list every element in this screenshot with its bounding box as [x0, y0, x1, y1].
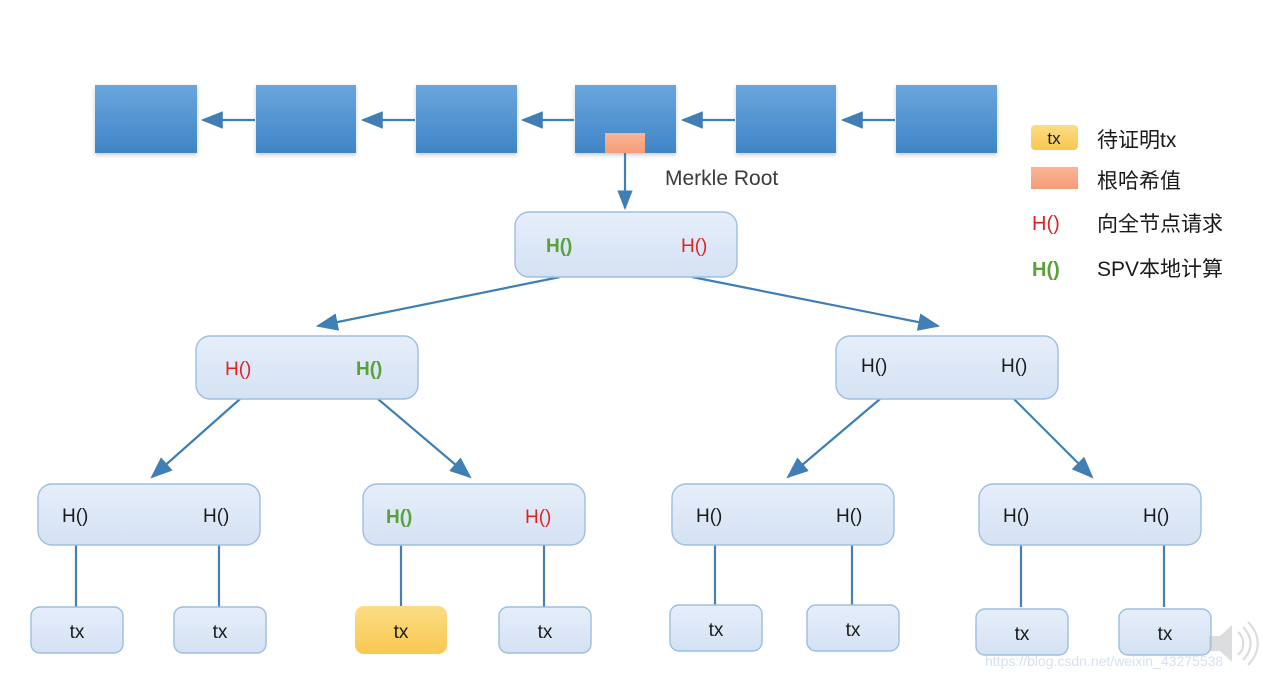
hash-label-right: H(): [836, 506, 862, 527]
tree-edge: [377, 398, 472, 479]
tx-label: tx: [394, 622, 409, 643]
tree-edge: [691, 275, 941, 331]
hash-label-right: H(): [681, 236, 707, 257]
merkle-node-l2-1[interactable]: H() H(): [362, 483, 586, 546]
tx-leaf-3[interactable]: tx: [498, 606, 592, 654]
legend-label: 根哈希值: [1097, 170, 1181, 193]
legend-swatch-root-hash: [1031, 167, 1078, 189]
merkle-node-l2-0[interactable]: H() H(): [37, 483, 261, 546]
merkle-node-l1-1[interactable]: H() H(): [835, 335, 1059, 400]
legend-item-spv-local: H() SPV本地计算: [1032, 258, 1223, 281]
hash-label-left: H(): [62, 506, 88, 527]
legend-swatch-hash-green: H(): [1032, 259, 1060, 281]
legend-panel: tx 待证明tx 根哈希值 H() 向全节点请求 H() SPV本地计算: [1031, 125, 1223, 281]
tx-label: tx: [538, 622, 553, 643]
legend-label: 待证明tx: [1097, 129, 1177, 152]
hash-label-right: H(): [203, 506, 229, 527]
legend-swatch-tx-chip: [1031, 125, 1078, 150]
tree-edge: [315, 275, 561, 331]
tx-leaf-0[interactable]: tx: [30, 606, 124, 654]
tx-leaf-1[interactable]: tx: [173, 606, 267, 654]
tx-leaf-4[interactable]: tx: [669, 604, 763, 652]
hash-label-right: H(): [525, 507, 551, 528]
merkle-root-marker[interactable]: [605, 133, 645, 153]
chain-block[interactable]: [896, 85, 997, 153]
legend-swatch-hash-red: H(): [1032, 213, 1060, 235]
tx-label: tx: [70, 622, 85, 643]
tx-leaf-5[interactable]: tx: [806, 604, 900, 652]
merkle-node-l2-2[interactable]: H() H(): [671, 483, 895, 546]
hash-label-right: H(): [356, 359, 382, 380]
tx-leaf-6[interactable]: tx: [975, 608, 1069, 656]
hash-label-left: H(): [861, 356, 887, 377]
tx-label: tx: [709, 620, 724, 641]
tree-edge: [150, 398, 241, 479]
tx-label: tx: [1158, 624, 1173, 645]
legend-swatch-label: tx: [1047, 129, 1061, 148]
tree-edges: [74, 275, 1166, 607]
chain-block[interactable]: [95, 85, 197, 153]
tx-leaf-2-highlighted[interactable]: tx: [355, 606, 447, 654]
hash-label-left: H(): [696, 506, 722, 527]
legend-label: SPV本地计算: [1097, 258, 1223, 281]
merkle-node-l1-0[interactable]: H() H(): [195, 335, 419, 400]
hash-label-left: H(): [386, 507, 412, 528]
tx-label: tx: [213, 622, 228, 643]
legend-item-root-hash: 根哈希值: [1031, 167, 1181, 193]
tree-edge: [786, 398, 881, 479]
legend-item-request-fullnode: H() 向全节点请求: [1032, 213, 1223, 236]
speaker-icon: [1209, 621, 1259, 666]
blockchain-strip: [95, 85, 997, 153]
hash-label-left: H(): [225, 359, 251, 380]
chain-block[interactable]: [736, 85, 836, 153]
tree-edge: [1013, 398, 1094, 479]
tx-label: tx: [846, 620, 861, 641]
tx-leaf-7[interactable]: tx: [1118, 608, 1212, 656]
watermark-url: https://blog.csdn.net/weixin_43275538: [985, 653, 1223, 669]
hash-label-left: H(): [546, 236, 572, 257]
tx-label: tx: [1015, 624, 1030, 645]
hash-label-left: H(): [1003, 506, 1029, 527]
legend-label: 向全节点请求: [1097, 213, 1223, 236]
chain-block[interactable]: [256, 85, 356, 153]
chain-block[interactable]: [416, 85, 517, 153]
merkle-node-l2-3[interactable]: H() H(): [978, 483, 1202, 546]
legend-item-pending-tx: tx 待证明tx: [1031, 125, 1177, 152]
merkle-root-node[interactable]: H() H(): [514, 211, 738, 278]
merkle-root-label: Merkle Root: [665, 167, 778, 190]
hash-label-right: H(): [1001, 356, 1027, 377]
hash-label-right: H(): [1143, 506, 1169, 527]
